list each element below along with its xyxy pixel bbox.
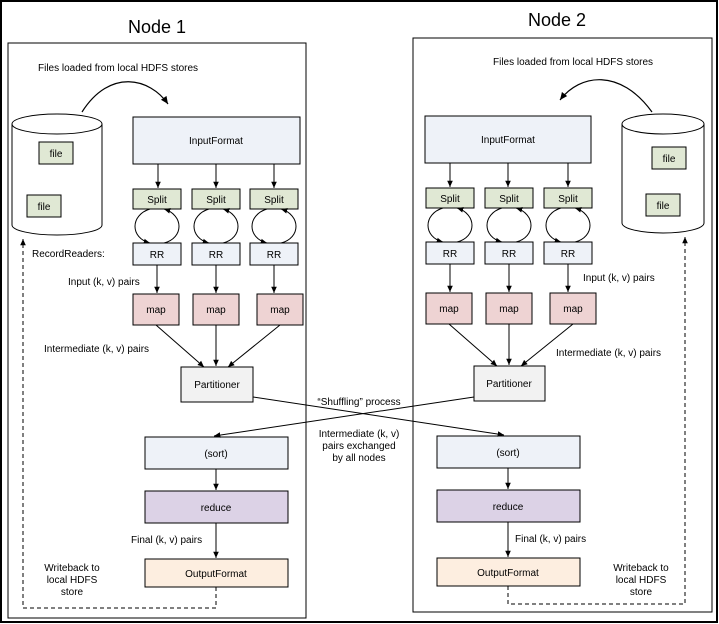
node-1-rr-3: RR: [249, 242, 299, 266]
node-2-partitioner: Partitioner: [473, 365, 546, 402]
svg-text:map: map: [206, 305, 226, 316]
node-2-sort: (sort): [436, 435, 581, 469]
node-2-reduce: reduce: [436, 489, 581, 523]
node-1-writeback-line-1: Writeback to: [44, 563, 100, 574]
node-2-file-2: file: [645, 193, 681, 217]
svg-text:Split: Split: [264, 195, 284, 206]
node-2-writeback-line-1: Writeback to: [613, 563, 669, 574]
node-2-split-2: Split: [484, 187, 534, 209]
node-1: Node 1 Files loaded from local HDFS stor…: [7, 17, 307, 619]
node-1-split-2: Split: [191, 188, 241, 210]
svg-text:reduce: reduce: [201, 503, 232, 514]
svg-text:map: map: [563, 304, 583, 315]
node-1-map-3: map: [256, 293, 304, 326]
node-1-title: Node 1: [128, 17, 186, 37]
node-2: Node 2 Files loaded from local HDFS stor…: [412, 10, 713, 613]
svg-text:RR: RR: [561, 249, 575, 260]
svg-text:RR: RR: [209, 250, 223, 261]
node-1-split-1: Split: [132, 188, 182, 210]
node-1-file-2: file: [26, 194, 62, 218]
node-2-input-format: InputFormat: [424, 115, 592, 164]
svg-text:Partitioner: Partitioner: [486, 379, 532, 390]
node-2-map-3: map: [549, 292, 597, 325]
node-1-rr-1: RR: [132, 242, 182, 266]
node-2-files-loaded-label: Files loaded from local HDFS stores: [493, 57, 653, 68]
svg-text:RR: RR: [502, 249, 516, 260]
node-1-output-format: OutputFormat: [144, 558, 289, 588]
svg-text:InputFormat: InputFormat: [189, 136, 243, 147]
svg-text:file: file: [50, 149, 63, 160]
node-2-file-1: file: [651, 146, 687, 170]
svg-text:Split: Split: [499, 194, 519, 205]
shuffle-arrow-node1-to-node2: [252, 396, 505, 437]
node-1-reduce: reduce: [144, 490, 289, 524]
svg-text:OutputFormat: OutputFormat: [185, 569, 247, 580]
svg-text:Split: Split: [558, 194, 578, 205]
shuffle-desc-line-1: Intermediate (k, v): [319, 429, 400, 440]
node-1-partitioner: Partitioner: [180, 366, 254, 403]
shuffle-desc-line-3: by all nodes: [332, 453, 385, 464]
svg-text:RR: RR: [150, 250, 164, 261]
node-1-writeback-line-3: store: [61, 587, 84, 598]
node-1-input-pairs-label: Input (k, v) pairs: [68, 277, 140, 288]
node-1-split-3: Split: [249, 188, 299, 210]
node-2-intermediate-pairs-label: Intermediate (k, v) pairs: [556, 348, 661, 359]
node-1-map-1: map: [132, 293, 180, 326]
svg-text:Split: Split: [440, 194, 460, 205]
node-2-title: Node 2: [528, 10, 586, 30]
node-2-rr-2: RR: [484, 241, 534, 265]
node-1-input-format: InputFormat: [132, 116, 301, 165]
svg-text:Partitioner: Partitioner: [194, 380, 240, 391]
node-2-map-1: map: [425, 292, 473, 325]
node-1-load-arrow: [81, 81, 169, 113]
svg-text:reduce: reduce: [493, 502, 524, 513]
svg-text:(sort): (sort): [496, 448, 519, 459]
node-2-output-format: OutputFormat: [436, 557, 581, 587]
node-2-writeback-line-3: store: [630, 587, 653, 598]
node-1-container: [7, 42, 307, 619]
node-2-split-1: Split: [425, 187, 475, 209]
node-2-rr-3: RR: [543, 241, 593, 265]
node-1-writeback-line-2: local HDFS: [47, 575, 98, 586]
svg-text:RR: RR: [267, 250, 281, 261]
svg-text:map: map: [439, 304, 459, 315]
node-2-final-pairs-label: Final (k, v) pairs: [515, 534, 586, 545]
shuffle-arrow-node2-to-node1: [213, 396, 475, 438]
svg-text:(sort): (sort): [204, 449, 227, 460]
shuffle-desc-line-2: pairs exchanged: [322, 441, 395, 452]
node-2-container: [412, 37, 713, 613]
node-2-input-pairs-label: Input (k, v) pairs: [583, 273, 655, 284]
svg-text:OutputFormat: OutputFormat: [477, 568, 539, 579]
node-1-sort: (sort): [144, 436, 289, 470]
svg-text:RR: RR: [443, 249, 457, 260]
svg-text:map: map: [270, 305, 290, 316]
node-1-final-pairs-label: Final (k, v) pairs: [131, 535, 202, 546]
node-1-writeback-arrow: [20, 239, 217, 609]
svg-text:Split: Split: [147, 195, 167, 206]
node-1-files-loaded-label: Files loaded from local HDFS stores: [38, 63, 198, 74]
svg-text:map: map: [146, 305, 166, 316]
svg-text:file: file: [663, 154, 676, 165]
node-1-rr-2: RR: [191, 242, 241, 266]
node-2-split-3: Split: [543, 187, 593, 209]
node-2-writeback-arrow: [507, 237, 688, 605]
node-2-load-arrow: [559, 79, 653, 113]
svg-text:Split: Split: [206, 195, 226, 206]
shuffle-process: “Shuffling” process Intermediate (k, v) …: [213, 396, 505, 464]
node-1-map-2: map: [192, 293, 240, 326]
node-2-map-2: map: [485, 292, 533, 325]
node-2-writeback-line-2: local HDFS: [616, 575, 667, 586]
node-2-rr-1: RR: [425, 241, 475, 265]
svg-text:file: file: [657, 201, 670, 212]
node-1-record-readers-label: RecordReaders:: [32, 249, 105, 260]
svg-text:map: map: [499, 304, 519, 315]
svg-text:InputFormat: InputFormat: [481, 135, 535, 146]
shuffle-title: “Shuffling” process: [317, 397, 400, 408]
node-1-intermediate-pairs-label: Intermediate (k, v) pairs: [44, 344, 149, 355]
svg-text:file: file: [38, 202, 51, 213]
node-1-file-1: file: [38, 141, 74, 165]
